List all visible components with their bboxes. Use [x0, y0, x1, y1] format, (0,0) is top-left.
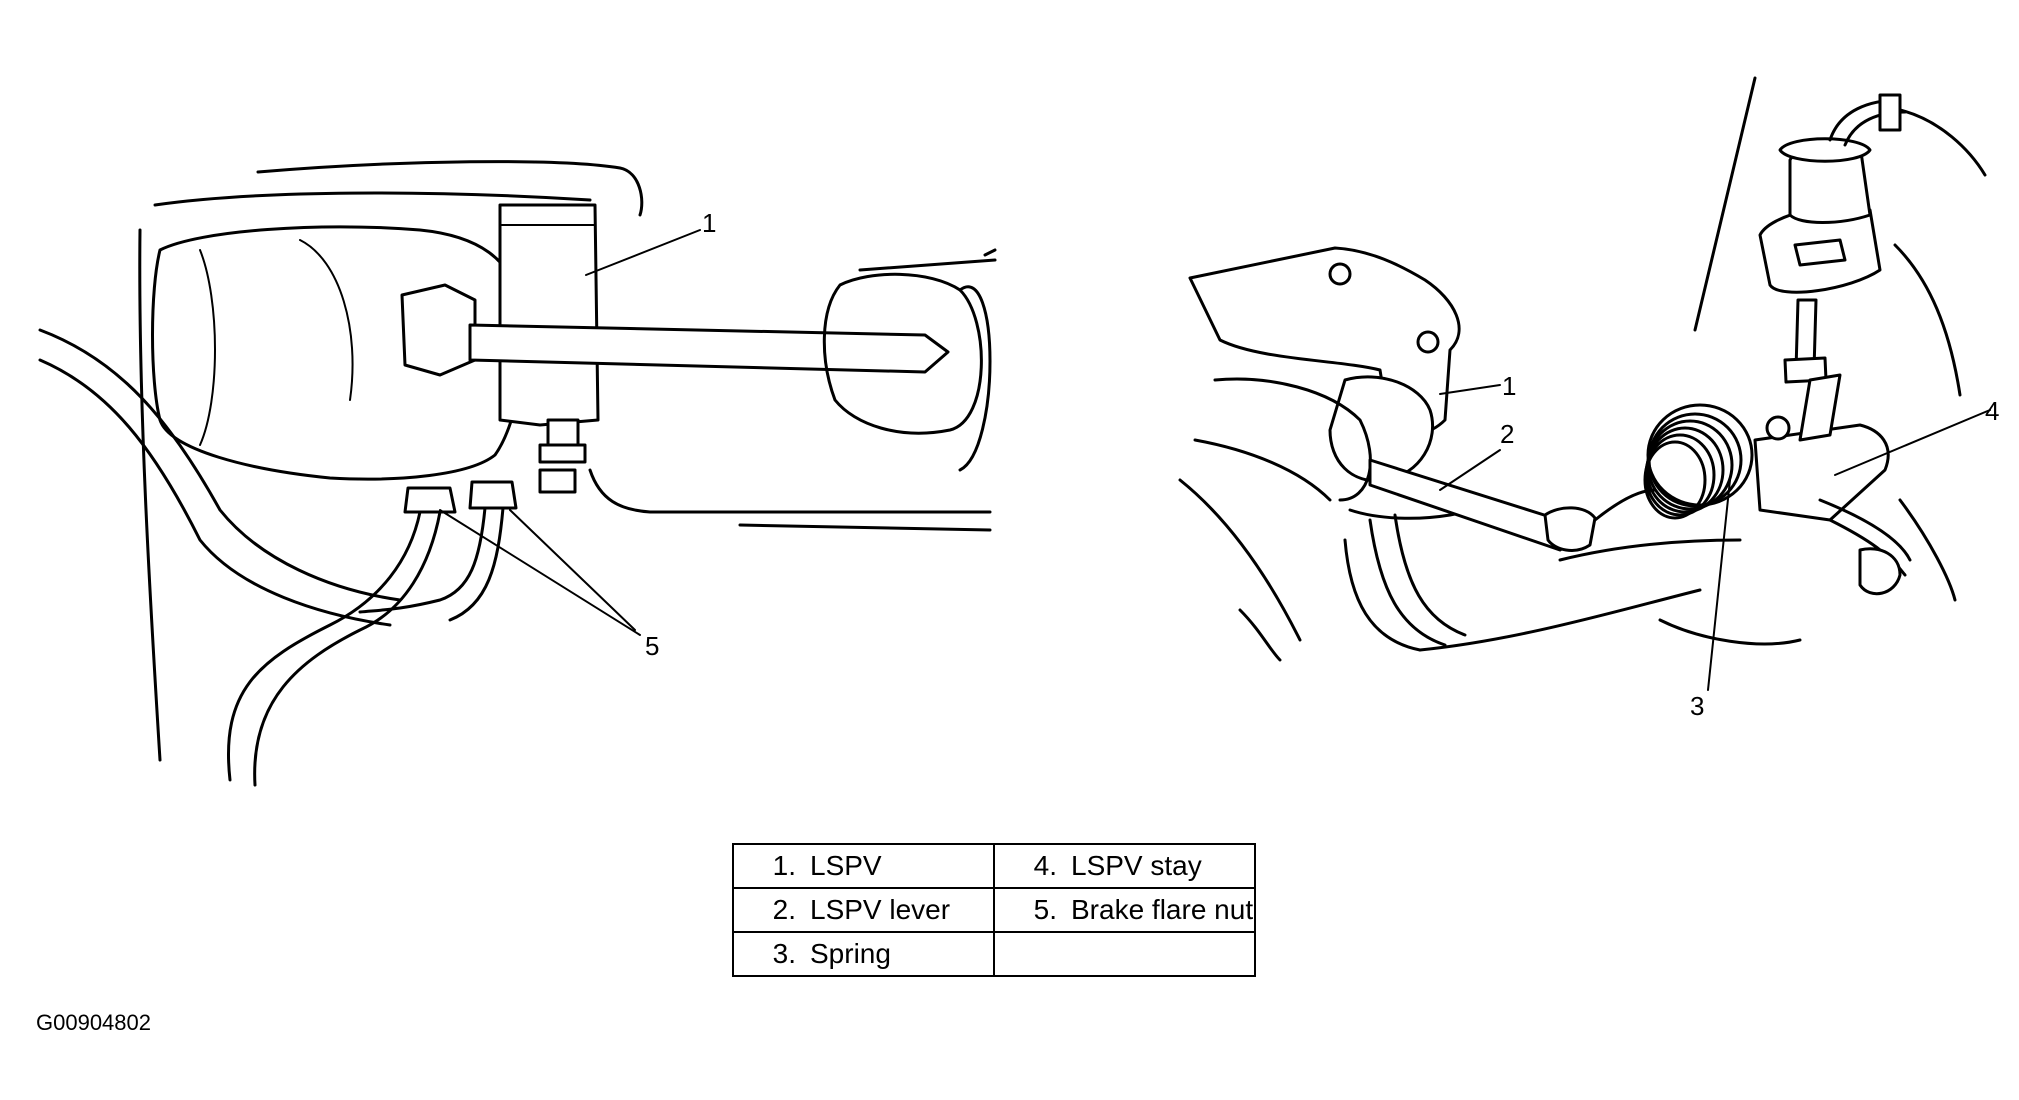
callout-right-2: 2 — [1500, 419, 1514, 449]
parts-legend: 1.LSPV 4.LSPV stay 2.LSPV lever 5.Brake … — [732, 843, 1256, 977]
callout-left-5: 5 — [645, 631, 659, 661]
legend-row: 2.LSPV lever 5.Brake flare nut — [732, 887, 1256, 933]
callout-right-4: 4 — [1985, 396, 1999, 426]
callout-right-1: 1 — [1502, 371, 1516, 401]
spring-coils — [1643, 403, 1754, 520]
legend-row: 1.LSPV 4.LSPV stay — [732, 843, 1256, 889]
legend-cell: 1.LSPV — [732, 843, 995, 889]
legend-row: 3.Spring — [732, 931, 1256, 977]
figure-id: G00904802 — [36, 1010, 151, 1035]
left-illustration — [38, 160, 997, 787]
legend-cell: 4.LSPV stay — [993, 843, 1256, 889]
callout-right-3: 3 — [1690, 691, 1704, 721]
legend-cell — [993, 931, 1256, 977]
callout-left-1: 1 — [702, 208, 716, 238]
legend-cell: 3.Spring — [732, 931, 995, 977]
legend-cell: 5.Brake flare nut — [993, 887, 1256, 933]
legend-cell: 2.LSPV lever — [732, 887, 995, 933]
right-illustration — [1178, 76, 1991, 691]
